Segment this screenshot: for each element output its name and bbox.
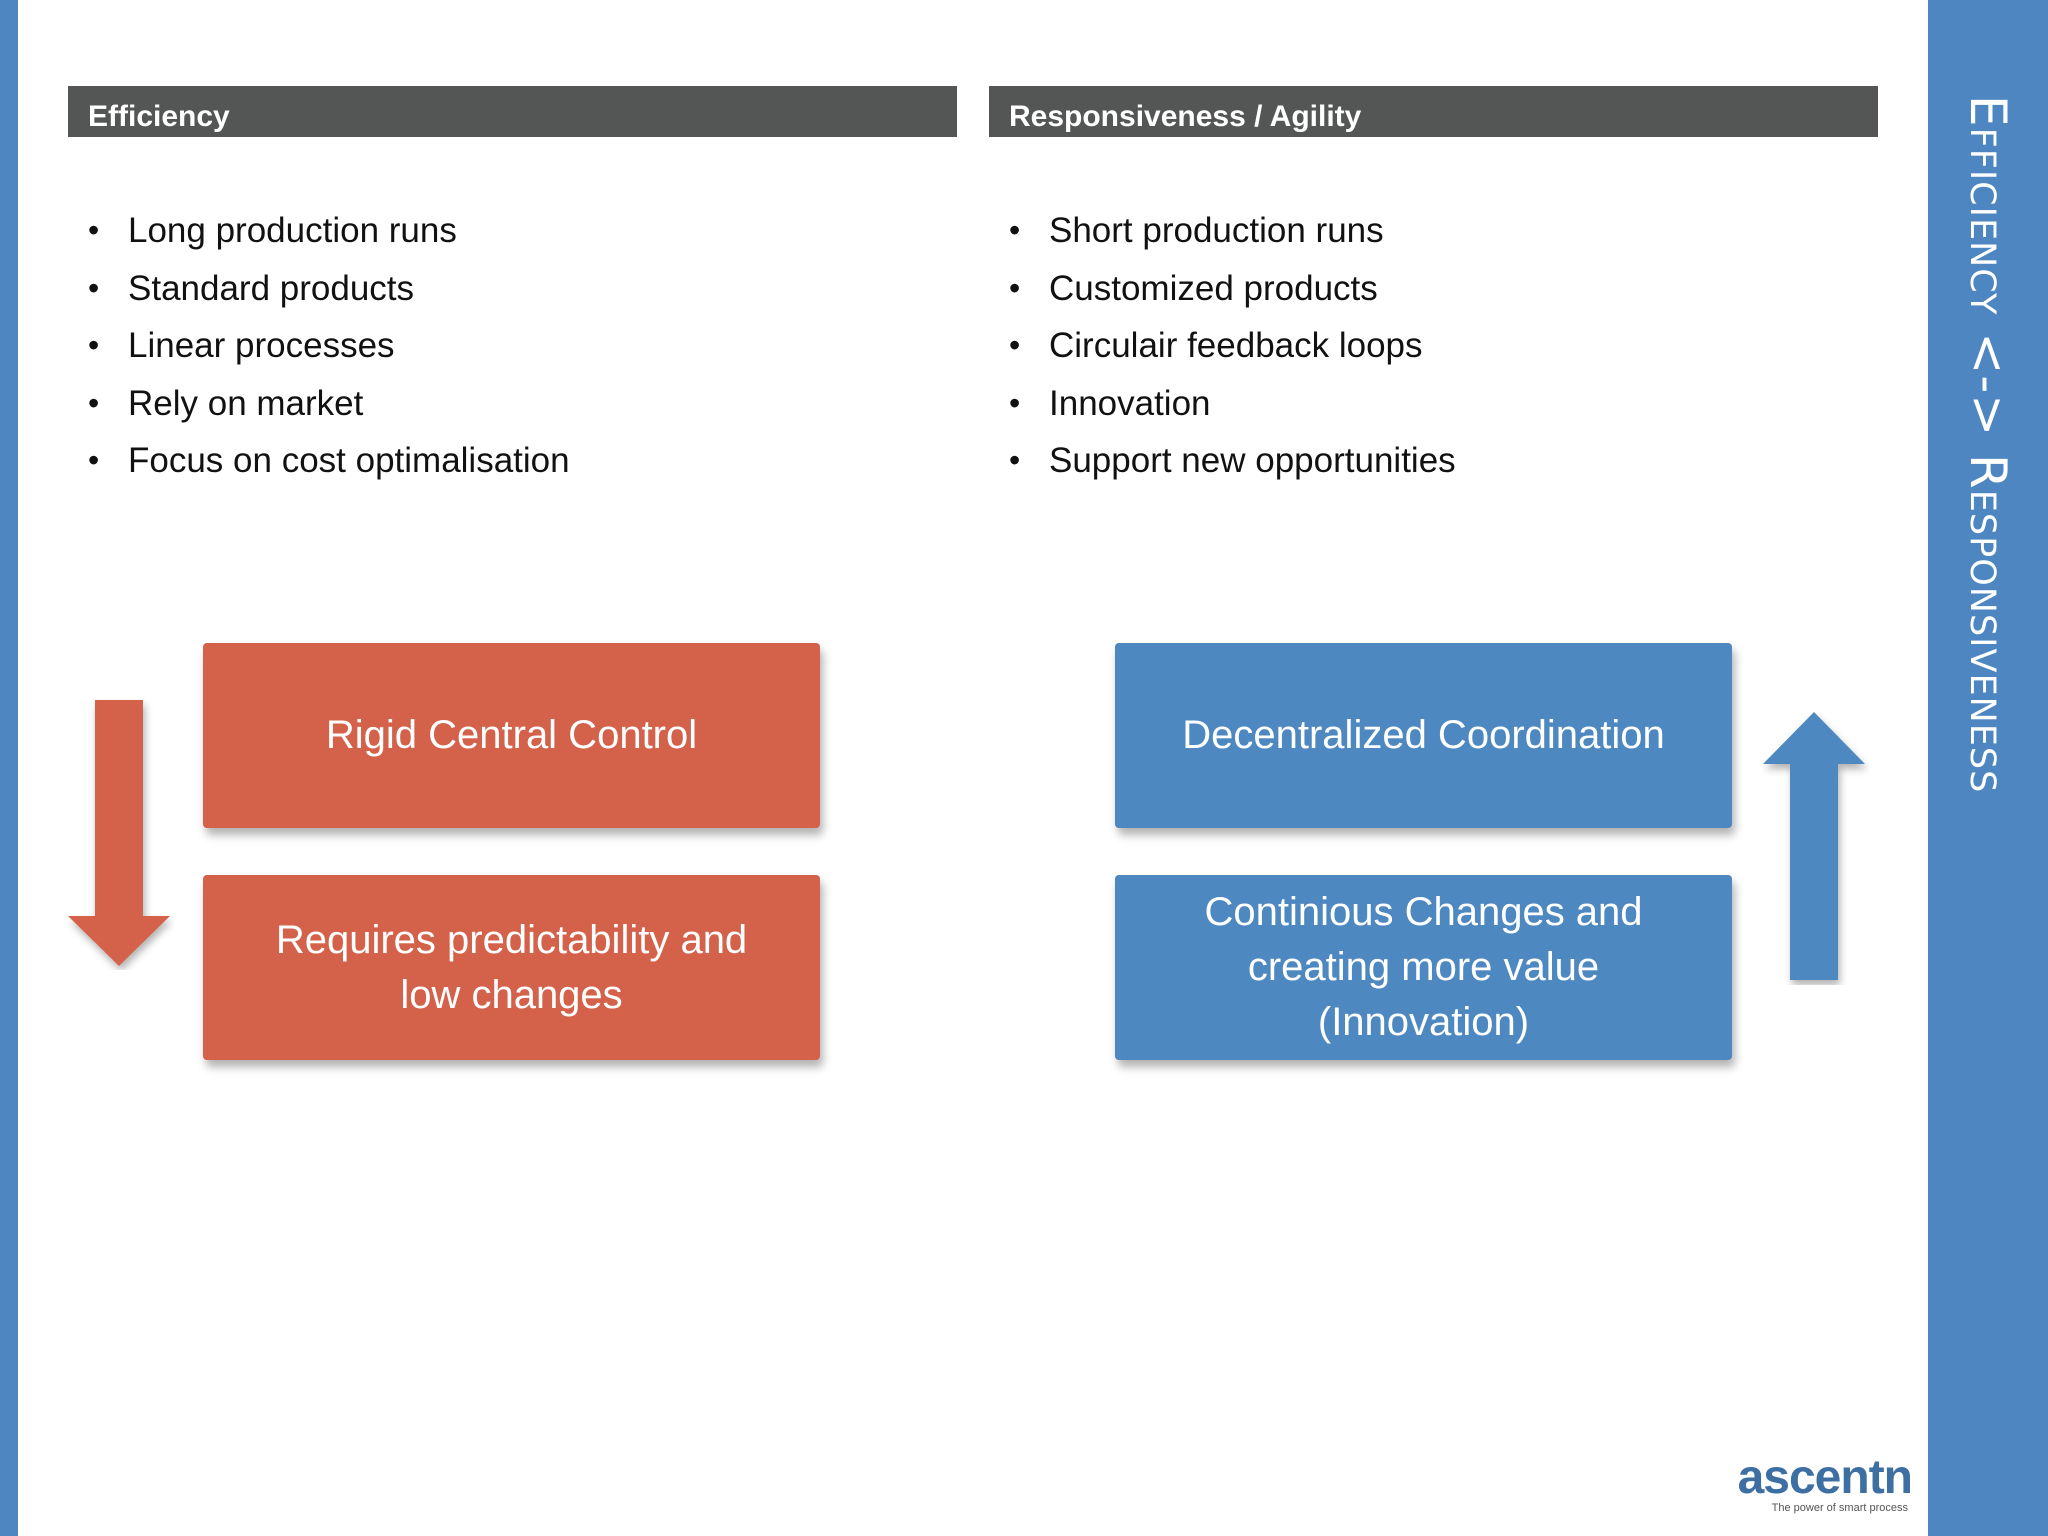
side-title-band [1928, 0, 2048, 1536]
bullet-item: Focus on cost optimalisation [88, 432, 570, 490]
bullet-item: Circulair feedback loops [1009, 317, 1456, 375]
bullet-item: Support new opportunities [1009, 432, 1456, 490]
rigid-central-control-box: Rigid Central Control [203, 643, 820, 828]
box-label: Requires predictability and low changes [275, 917, 748, 1017]
slide-title: Efficiency <-> Responsiveness [1959, 95, 2017, 794]
bullet-item: Rely on market [88, 375, 570, 433]
logo-wordmark: ascentn [1738, 1451, 1912, 1504]
bullet-item: Customized products [1009, 260, 1456, 318]
box-label: Continious Changes and creating more val… [1204, 890, 1643, 1044]
bullet-item: Innovation [1009, 375, 1456, 433]
ascentn-logo: ascentn The power of smart process [1738, 1451, 1913, 1514]
logo-tagline: The power of smart process [1772, 1502, 1909, 1514]
side-title-container: Efficiency <-> Responsiveness [1928, 0, 2048, 1536]
continuous-changes-box: Continious Changes and creating more val… [1115, 875, 1732, 1060]
bullet-item: Standard products [88, 260, 570, 318]
responsiveness-bullet-list: Short production runs Customized product… [1009, 202, 1456, 490]
down-arrow-icon [68, 700, 170, 966]
bullet-item: Short production runs [1009, 202, 1456, 260]
left-accent-stripe [0, 0, 18, 1536]
box-label: Decentralized Coordination [1182, 713, 1665, 757]
predictability-box: Requires predictability and low changes [203, 875, 820, 1060]
bullet-item: Long production runs [88, 202, 570, 260]
decentralized-coordination-box: Decentralized Coordination [1115, 643, 1732, 828]
responsiveness-header: Responsiveness / Agility [989, 86, 1878, 137]
up-arrow-icon [1763, 712, 1865, 980]
box-label: Rigid Central Control [325, 713, 698, 757]
bullet-item: Linear processes [88, 317, 570, 375]
efficiency-header: Efficiency [68, 86, 957, 137]
efficiency-bullet-list: Long production runs Standard products L… [88, 202, 570, 490]
